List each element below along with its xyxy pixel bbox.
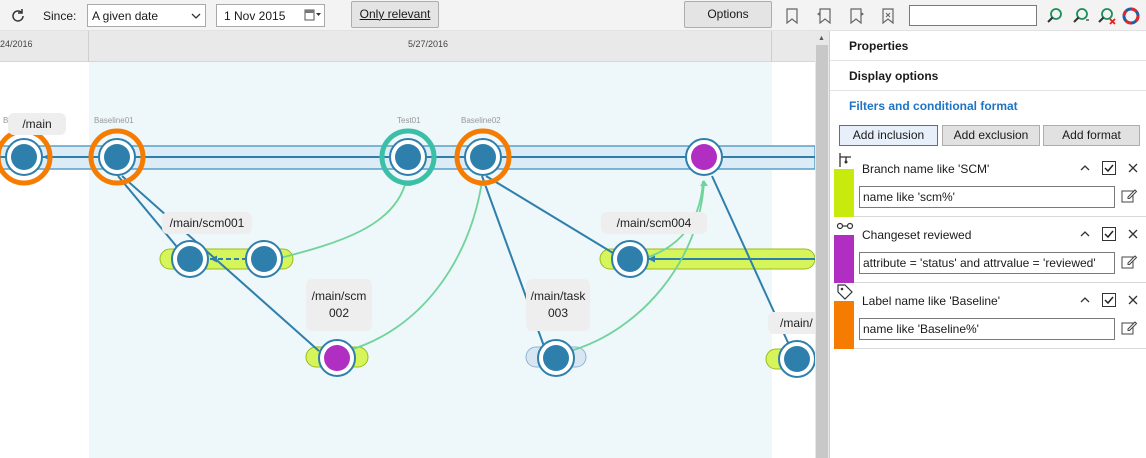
changeset-node-baseline01[interactable] — [88, 128, 146, 186]
filter-condition-input[interactable]: name like 'Baseline%' — [859, 318, 1115, 340]
changeset-node-baseline02[interactable] — [454, 128, 512, 186]
refresh-icon[interactable] — [6, 4, 30, 28]
options-button[interactable]: Options — [684, 1, 772, 28]
edit-icon[interactable] — [1121, 320, 1138, 336]
filter-rule: Branch name like 'SCM' name like 'scm%' — [834, 151, 1146, 217]
filter-color-swatch[interactable] — [834, 235, 854, 283]
date-divider — [88, 31, 89, 62]
calendar-icon[interactable] — [304, 8, 322, 25]
date-header: 24/2016 5/27/2016 — [0, 31, 815, 62]
changeset-node[interactable] — [171, 240, 209, 278]
filter-rule: Changeset reviewed attribute = 'status' … — [834, 217, 1146, 283]
branch-label-main[interactable]: /main — [8, 113, 66, 135]
collapse-icon[interactable] — [1078, 161, 1092, 175]
changeset-node[interactable] — [245, 240, 283, 278]
chevron-down-icon — [191, 10, 201, 24]
changeset-node[interactable] — [537, 339, 575, 377]
changeset-node-reviewed[interactable] — [318, 339, 356, 377]
branch-explorer-graph[interactable]: 24/2016 5/27/2016 — [0, 31, 815, 458]
add-format-button[interactable]: Add format — [1043, 125, 1140, 146]
add-inclusion-button[interactable]: Add inclusion — [839, 125, 938, 146]
help-icon[interactable] — [1119, 4, 1143, 28]
changeset-node[interactable] — [778, 340, 815, 378]
collapse-icon[interactable] — [1078, 293, 1092, 307]
label-baseline01: Baseline01 — [94, 116, 134, 125]
label-tag-icon — [836, 283, 854, 301]
date-picker[interactable]: 1 Nov 2015 — [216, 4, 325, 27]
collapse-icon[interactable] — [1078, 227, 1092, 241]
filter-rule: Label name like 'Baseline' name like 'Ba… — [834, 283, 1146, 349]
search-input[interactable] — [909, 5, 1037, 26]
filter-title: Changeset reviewed — [862, 228, 972, 242]
search-backward-icon[interactable] — [1069, 4, 1093, 28]
bookmark-previous-icon[interactable] — [812, 4, 836, 28]
search-clear-icon[interactable] — [1095, 4, 1119, 28]
remove-filter-icon[interactable] — [1126, 161, 1140, 175]
filter-color-swatch[interactable] — [834, 301, 854, 349]
changeset-icon — [836, 217, 854, 235]
branch-label-scm004[interactable]: /main/scm004 — [601, 212, 707, 234]
search-forward-icon[interactable] — [1043, 4, 1067, 28]
since-label: Since: — [43, 9, 77, 23]
section-display-options[interactable]: Display options — [830, 61, 1146, 91]
properties-panel: Properties Display options Filters and c… — [829, 31, 1146, 458]
bookmark-icon[interactable] — [780, 4, 804, 28]
since-mode-select[interactable]: A given date — [87, 4, 206, 27]
label-test01: Test01 — [397, 116, 421, 125]
branch-label-scm001[interactable]: /main/scm001 — [162, 212, 252, 234]
branch-label-scm002[interactable]: /main/scm 002 — [306, 279, 372, 331]
remove-filter-icon[interactable] — [1126, 227, 1140, 241]
filter-title: Branch name like 'SCM' — [862, 162, 990, 176]
remove-filter-icon[interactable] — [1126, 293, 1140, 307]
branch-label-partial[interactable]: /main/ — [768, 312, 815, 334]
enabled-checkbox[interactable] — [1102, 293, 1116, 307]
branch-label-task003[interactable]: /main/task 003 — [526, 279, 590, 331]
filter-title: Label name like 'Baseline' — [862, 294, 1000, 308]
changeset-node[interactable] — [0, 128, 53, 186]
graph-canvas — [0, 128, 815, 378]
scroll-up-icon[interactable]: ▲ — [818, 35, 825, 42]
bookmark-next-icon[interactable] — [845, 4, 869, 28]
only-relevant-button[interactable]: Only relevant — [351, 1, 439, 28]
changeset-node[interactable] — [611, 240, 649, 278]
date-divider — [771, 31, 772, 62]
scrollbar-thumb[interactable] — [816, 45, 828, 458]
date-value: 1 Nov 2015 — [224, 9, 286, 23]
branch-icon — [836, 151, 854, 169]
date-label-center: 5/27/2016 — [408, 39, 449, 49]
add-exclusion-button[interactable]: Add exclusion — [942, 125, 1040, 146]
filter-condition-input[interactable]: attribute = 'status' and attrvalue = 're… — [859, 252, 1115, 274]
edit-icon[interactable] — [1121, 254, 1138, 270]
changeset-node-reviewed[interactable] — [685, 138, 723, 176]
enabled-checkbox[interactable] — [1102, 161, 1116, 175]
changeset-node-test01[interactable] — [379, 128, 437, 186]
bookmark-clear-icon[interactable] — [877, 4, 901, 28]
enabled-checkbox[interactable] — [1102, 227, 1116, 241]
filter-color-swatch[interactable] — [834, 169, 854, 217]
graph-vertical-scrollbar[interactable]: ▲ — [815, 31, 829, 458]
label-baseline02: Baseline02 — [461, 116, 501, 125]
section-properties[interactable]: Properties — [830, 31, 1146, 61]
section-filters[interactable]: Filters and conditional format — [849, 99, 1018, 113]
toolbar: Since: A given date 1 Nov 2015 Only rele… — [0, 0, 1146, 31]
filter-condition-input[interactable]: name like 'scm%' — [859, 186, 1115, 208]
date-label-left: 24/2016 — [0, 39, 33, 49]
label-cut-left: B — [3, 116, 9, 125]
since-mode-value: A given date — [92, 9, 159, 23]
edit-icon[interactable] — [1121, 188, 1138, 204]
